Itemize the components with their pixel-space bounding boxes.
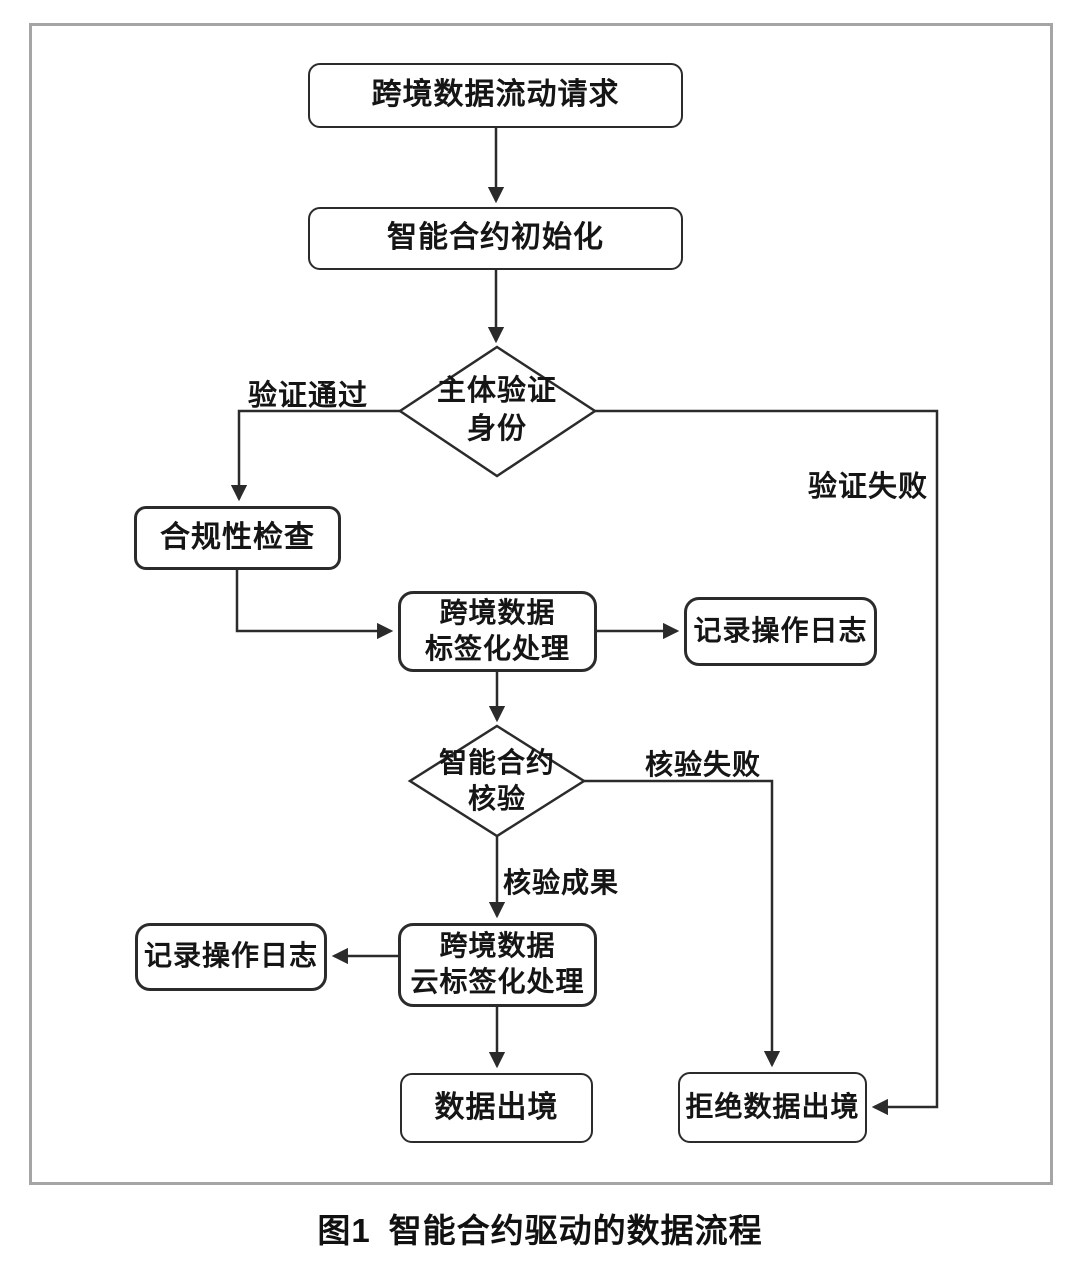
node-label: 跨境数据流动请求: [371, 78, 620, 112]
edge-label-check-failed: 核验失败: [645, 750, 762, 781]
decision-identity-shape: [397, 345, 598, 478]
node-data-labeling: 跨境数据 标签化处理: [398, 591, 597, 672]
figure-caption-number: 图1: [317, 1212, 371, 1249]
node-cross-border-request: 跨境数据流动请求: [308, 63, 683, 128]
figure-caption-title: 智能合约驱动的数据流程: [388, 1212, 763, 1249]
node-label: 数据出境: [434, 1090, 559, 1124]
node-label: 拒绝数据出境: [685, 1091, 860, 1123]
node-data-exit: 数据出境: [400, 1073, 593, 1143]
edge-label-verification-passed: 验证通过: [248, 380, 369, 412]
node-label: 智能合约初始化: [387, 221, 604, 255]
node-reject-data-exit: 拒绝数据出境: [678, 1072, 867, 1143]
edge-compliance-labeling: [235, 570, 394, 640]
figure-caption: 图1 智能合约驱动的数据流程: [0, 1204, 1080, 1252]
node-label-line1: 跨境数据: [439, 597, 556, 629]
edge-identity-reject: [592, 409, 939, 1116]
edge-identity-compliance: [230, 409, 402, 502]
node-label-line2: 标签化处理: [424, 633, 570, 665]
node-compliance-check: 合规性检查: [134, 506, 341, 570]
decision-verify-shape: [407, 724, 587, 838]
node-label-line2: 云标签化处理: [410, 967, 585, 998]
edge-label-check-passed: 核验成果: [503, 868, 620, 899]
decision-identity-label: 主体验证 身份: [402, 367, 592, 455]
decision-label-line1: 主体验证: [436, 375, 557, 408]
decision-verify-label: 智能合约 核验: [412, 740, 582, 824]
node-cloud-data-labeling: 跨境数据 云标签化处理: [398, 923, 597, 1007]
edge-label-verification-failed: 验证失败: [808, 471, 929, 503]
decision-label-line2: 身份: [466, 413, 527, 445]
edge-verify-reject: [583, 779, 781, 1068]
decision-label-line1: 智能合约: [438, 747, 555, 779]
node-label: 记录操作日志: [143, 941, 318, 973]
node-label-line1: 跨境数据: [439, 931, 556, 963]
decision-label-line2: 核验: [467, 784, 526, 815]
node-operation-log-right: 记录操作日志: [684, 597, 877, 666]
node-label: 记录操作日志: [693, 615, 868, 647]
node-operation-log-left: 记录操作日志: [135, 923, 327, 991]
node-smart-contract-init: 智能合约初始化: [308, 207, 683, 270]
node-label: 合规性检查: [160, 520, 315, 554]
